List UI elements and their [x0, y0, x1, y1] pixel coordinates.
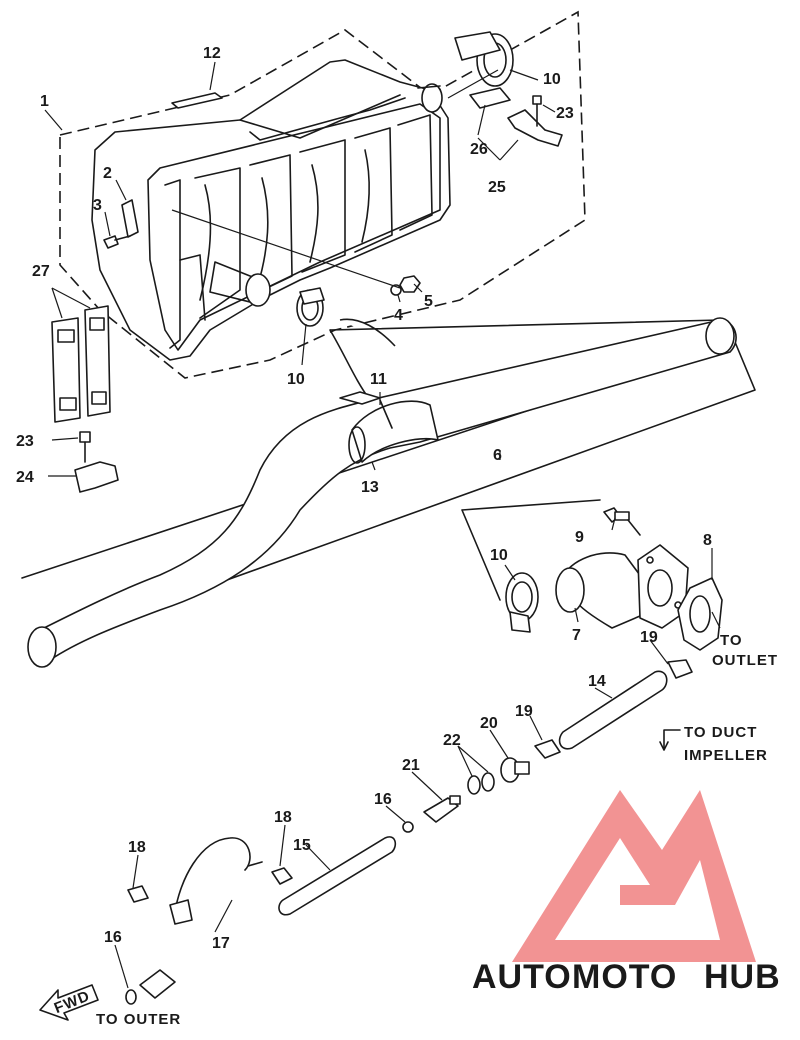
leader-bolt-axis [171, 209, 401, 289]
callout-3: 3 [93, 197, 102, 214]
callout-10-elbow: 10 [490, 547, 508, 564]
callout-20: 20 [480, 715, 498, 732]
note-impeller: IMPELLER [684, 747, 768, 764]
note-outlet: OUTLET [712, 652, 778, 669]
callout-15: 15 [293, 837, 311, 854]
watermark-hub: HUB [704, 958, 781, 996]
part-18-clip-lower [127, 885, 149, 903]
part-18-clip-upper [271, 867, 293, 885]
callout-8: 8 [703, 532, 712, 549]
callout-18-lower: 18 [128, 839, 146, 856]
callout-2: 2 [103, 165, 112, 182]
part-6-hose [27, 317, 737, 668]
part-21-valve [423, 795, 461, 823]
part-25-bracket [507, 109, 563, 147]
callout-11: 11 [370, 371, 387, 388]
to-duct-arrow [663, 729, 681, 749]
callout-10-box: 10 [287, 371, 305, 388]
callout-24: 24 [16, 469, 34, 486]
part-12-plate [171, 92, 223, 109]
part-20-adapter [500, 757, 530, 783]
callout-19-upper: 19 [640, 629, 658, 646]
part-27-straps [51, 305, 111, 423]
callout-22: 22 [443, 732, 461, 749]
part-5-nut [399, 275, 421, 293]
muffler-box [91, 59, 451, 361]
part-16-clip-mid [402, 821, 414, 833]
leader-lines [44, 61, 721, 989]
watermark-text: AUTO MOTO HUB [472, 958, 781, 996]
watermark-auto: AUTO [472, 958, 572, 996]
callout-25: 25 [488, 179, 506, 196]
elbow-group-boundary [461, 499, 601, 601]
part-19-clip-upper [667, 659, 693, 679]
callout-5: 5 [424, 293, 433, 310]
part-9-fitting [603, 507, 641, 536]
part-3-bolt [103, 235, 131, 249]
callout-13: 13 [361, 479, 379, 496]
callout-26: 26 [470, 141, 488, 158]
callout-17: 17 [212, 935, 230, 952]
callout-16-lower: 16 [104, 929, 122, 946]
part-17-hose [169, 837, 263, 925]
part-8-gasket [677, 577, 723, 651]
callout-14: 14 [588, 673, 606, 690]
callout-23-top: 23 [556, 105, 574, 122]
part-23-bolt-low [79, 431, 91, 463]
note-to-duct: TO DUCT [684, 724, 757, 741]
callout-4: 4 [394, 307, 403, 324]
part-7-elbow [555, 544, 689, 629]
watermark-logo [512, 790, 756, 962]
callout-16-mid: 16 [374, 791, 392, 808]
part-10-clamp-top [454, 31, 514, 87]
part-10-clamp-elbow [505, 572, 539, 633]
part-16-clip-lower [125, 969, 176, 1005]
part-24-bracket [74, 461, 119, 493]
callout-21: 21 [402, 757, 420, 774]
callout-23-low: 23 [16, 433, 34, 450]
callout-18-upper: 18 [274, 809, 292, 826]
callout-19-lower: 19 [515, 703, 533, 720]
watermark-triangle [512, 790, 756, 962]
part-14-hose [558, 670, 668, 750]
part-19-clip-lower [534, 739, 561, 759]
part-23-bolt-top [532, 95, 542, 127]
note-to-outer: TO OUTER [96, 1011, 181, 1028]
part-13-coupler [348, 400, 439, 464]
callout-7: 7 [572, 627, 581, 644]
part-15-hose [278, 836, 397, 916]
fwd-arrow-icon [39, 984, 99, 1021]
callout-6: 6 [493, 447, 502, 464]
callout-1: 1 [40, 93, 49, 110]
note-to: TO [720, 632, 743, 649]
hose-envelope [21, 341, 756, 641]
callout-10-top: 10 [543, 71, 561, 88]
callout-12: 12 [203, 45, 221, 62]
part-22-washers [467, 772, 495, 795]
part-26-rubber [469, 87, 511, 109]
watermark-moto: MOTO [572, 958, 677, 996]
part-2-bracket [121, 199, 139, 238]
callout-9: 9 [575, 529, 584, 546]
part-10-clamp-box [296, 287, 325, 327]
callout-27: 27 [32, 263, 50, 280]
